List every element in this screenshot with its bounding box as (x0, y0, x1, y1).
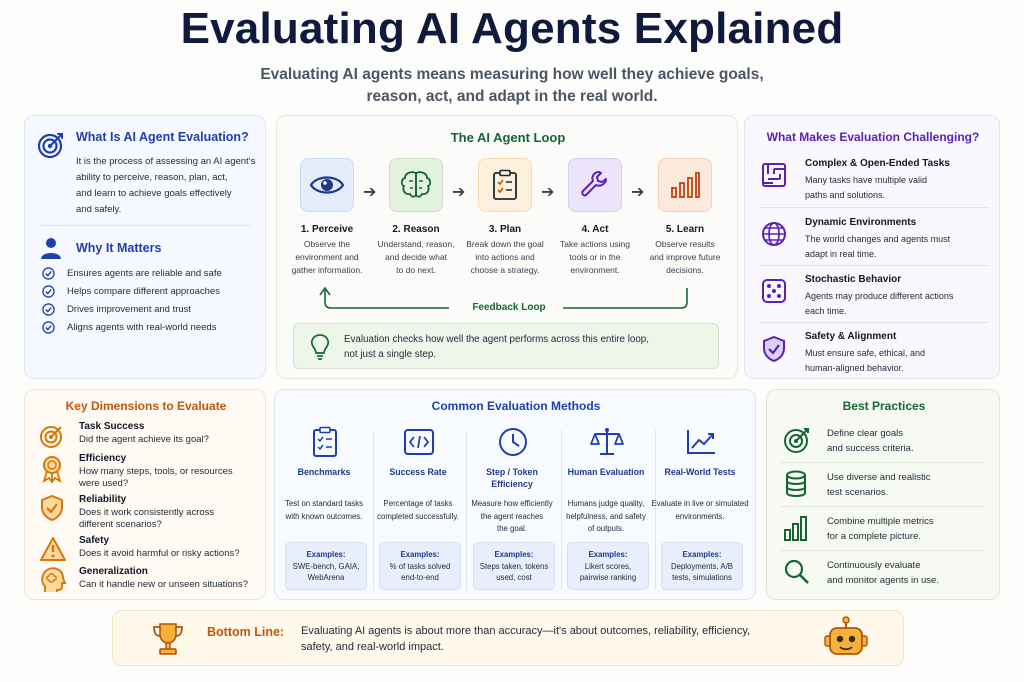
best-practices-title: Best Practices (842, 399, 926, 413)
shield-check-icon (761, 335, 787, 363)
why-item: Helps compare different approaches (42, 285, 220, 298)
challenges-title: What Makes Evaluation Challenging? (766, 130, 980, 144)
scale-icon (590, 426, 624, 458)
check-circle-icon (42, 321, 55, 334)
examples-box: Examples:Likert scores,pairwise ranking (567, 542, 649, 590)
methods-title: Common Evaluation Methods (431, 399, 601, 413)
page-subtitle: Evaluating AI agents means measuring how… (260, 66, 764, 105)
maze-icon (761, 162, 787, 188)
divider (759, 265, 989, 266)
arrow-right-icon: ➔ (363, 184, 377, 201)
bar-chart-icon (658, 158, 712, 212)
search-icon (783, 558, 811, 586)
why-item: Drives improvement and trust (42, 303, 191, 316)
trend-chart-icon (685, 428, 717, 456)
database-icon (784, 470, 808, 498)
divider (466, 430, 467, 590)
check-circle-icon (42, 267, 55, 280)
warning-icon (39, 536, 67, 562)
arrow-right-icon: ➔ (541, 184, 555, 201)
divider (781, 550, 986, 551)
trophy-icon (149, 620, 187, 658)
checklist-icon (478, 158, 532, 212)
what-is-body: It is the process of assessing an AI age… (76, 156, 256, 215)
loop-title: The AI Agent Loop (450, 130, 566, 145)
head-brain-icon (39, 566, 67, 594)
code-icon (403, 428, 435, 456)
target-icon (36, 130, 66, 160)
target-icon (39, 423, 65, 449)
check-circle-icon (42, 303, 55, 316)
feedback-loop-arrow (319, 286, 688, 309)
bottom-line-banner: Bottom Line: Evaluating AI agents is abo… (112, 610, 904, 666)
award-ribbon-icon (39, 455, 65, 483)
arrow-right-icon: ➔ (452, 184, 466, 201)
divider (781, 506, 986, 507)
wrench-icon (568, 158, 622, 212)
methods-panel: Common Evaluation Methods Benchmarks Tes… (274, 389, 756, 600)
feedback-loop-label: Feedback Loop (472, 302, 546, 313)
bottom-line-text: Evaluating AI agents is about more than … (301, 625, 751, 653)
divider (759, 322, 989, 323)
bottom-line-label: Bottom Line: (207, 625, 285, 639)
loop-step-reason: 2. Reason Understand, reason,and decide … (368, 158, 464, 277)
divider (373, 430, 374, 590)
shield-check-icon (39, 494, 65, 522)
divider (39, 225, 251, 226)
what-is-panel: What Is AI Agent Evaluation? It is the p… (24, 115, 266, 379)
divider (781, 462, 986, 463)
robot-icon (823, 616, 869, 662)
challenges-panel: What Makes Evaluation Challenging? Compl… (744, 115, 1000, 379)
dimensions-panel: Key Dimensions to Evaluate Task Success … (24, 389, 266, 600)
dice-icon (761, 278, 787, 304)
clock-icon (497, 426, 529, 458)
target-icon (783, 426, 811, 454)
why-item: Aligns agents with real-world needs (42, 321, 216, 334)
dimensions-title: Key Dimensions to Evaluate (65, 399, 227, 413)
person-icon (39, 236, 63, 260)
arrow-right-icon: ➔ (631, 184, 645, 201)
why-item: Ensures agents are reliable and safe (42, 267, 222, 280)
bar-chart-icon (783, 514, 809, 542)
agent-loop-panel: The AI Agent Loop 1. Perceive Observe th… (276, 115, 738, 379)
lightbulb-icon (308, 332, 332, 362)
what-is-title: What Is AI Agent Evaluation? (76, 130, 249, 144)
divider (561, 430, 562, 590)
divider (655, 430, 656, 590)
brain-icon (389, 158, 443, 212)
eye-icon (300, 158, 354, 212)
globe-icon (761, 221, 787, 247)
divider (759, 207, 989, 208)
page-title: Evaluating AI Agents Explained (180, 4, 844, 53)
examples-box: Examples:SWE-bench, GAIA,WebArena (285, 542, 367, 590)
clipboard-list-icon (311, 426, 339, 458)
loop-note: Evaluation checks how well the agent per… (293, 323, 719, 369)
why-title: Why It Matters (76, 241, 162, 255)
check-circle-icon (42, 285, 55, 298)
